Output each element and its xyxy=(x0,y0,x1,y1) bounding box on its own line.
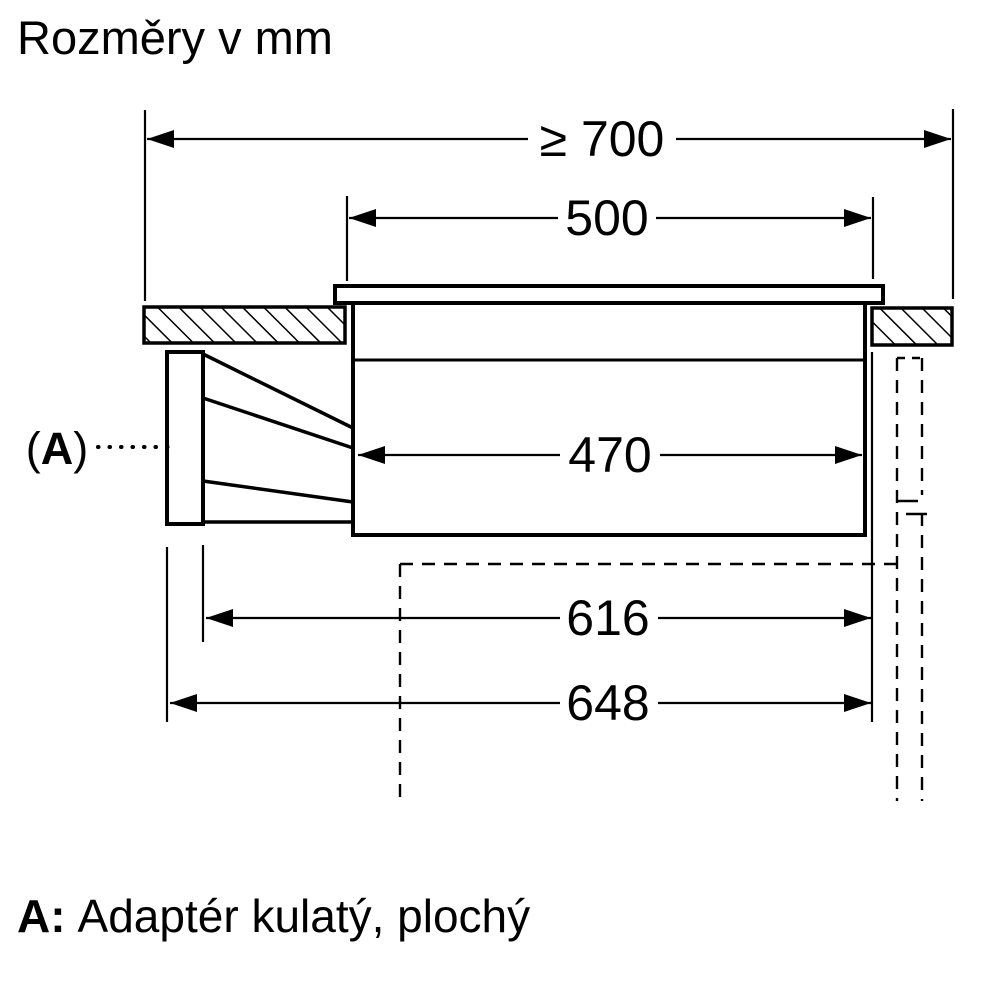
dim-700-arrow-left xyxy=(147,130,174,148)
dim-470-label: 470 xyxy=(568,427,651,483)
footnote: A:Adaptér kulatý, plochý xyxy=(17,890,530,942)
dim-700-arrow-right xyxy=(924,130,951,148)
dim-616-label: 616 xyxy=(566,590,649,646)
duct-wall-top-inner xyxy=(202,396,354,450)
dim-500-arrow-left xyxy=(349,209,376,227)
footnote-text: Adaptér kulatý, plochý xyxy=(78,890,531,942)
dim-470-arrow-left xyxy=(358,446,385,464)
adapter-callout: (A) xyxy=(26,423,89,474)
dim-648-arrow-left xyxy=(170,694,197,712)
adapter-callout-letter: A xyxy=(41,423,74,474)
dim-470-arrow-right xyxy=(835,446,862,464)
dim-500-label: 500 xyxy=(565,190,648,246)
glass-panel xyxy=(333,284,885,305)
dim-648: 648 xyxy=(165,547,871,731)
dim-700-label: ≥ 700 xyxy=(540,111,665,167)
hob-body-outline xyxy=(351,301,867,537)
adapter-callout-open: ( xyxy=(26,423,41,474)
dim-700: ≥ 700 xyxy=(143,109,955,301)
dim-616-arrow-right xyxy=(844,609,871,627)
hob-body xyxy=(351,301,867,537)
dim-500: 500 xyxy=(345,190,875,281)
duct-wall-bottom-inner xyxy=(202,479,354,504)
adapter: (A) xyxy=(26,350,354,526)
worktop-section-left xyxy=(142,305,347,345)
dim-500-arrow-right xyxy=(844,209,871,227)
adapter-callout-close: ) xyxy=(73,423,88,474)
footnote-prefix: A: xyxy=(17,890,66,942)
dim-616: 616 xyxy=(201,545,871,646)
dim-470: 470 xyxy=(358,427,862,483)
dim-648-label: 648 xyxy=(566,675,649,731)
duct-wall-top-outer xyxy=(202,352,354,430)
dim-648-arrow-right xyxy=(844,694,871,712)
hidden-duct-outline xyxy=(398,356,927,801)
worktop-section-right xyxy=(870,306,954,347)
adapter-outline xyxy=(165,350,205,526)
page-title: Rozměry v mm xyxy=(17,11,333,64)
dim-616-arrow-left xyxy=(206,609,233,627)
